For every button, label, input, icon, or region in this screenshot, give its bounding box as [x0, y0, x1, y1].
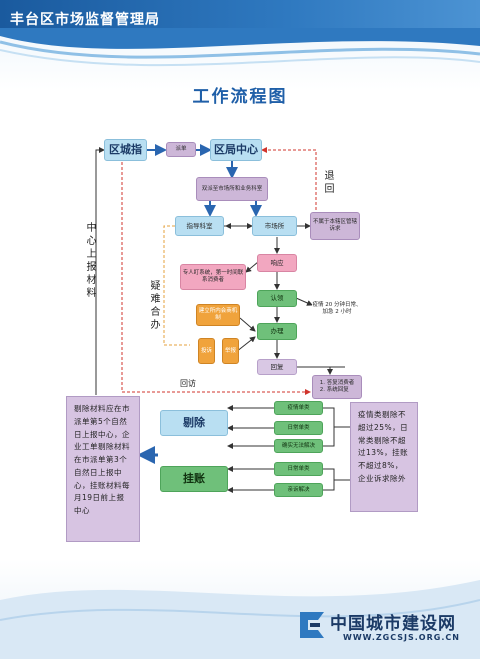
epidemic-time-note: 疫情 20 分钟日常、加急 2 小时 [312, 296, 362, 322]
footer-wave [0, 580, 480, 659]
reply-node: 回复 [257, 359, 297, 375]
confirm-node: 认领 [257, 290, 297, 307]
district-command-node: 区城指 [104, 139, 147, 161]
center-report-label: 中心上报材料 [84, 222, 95, 300]
right-limit-panel: 疫情类剔除不超过25%，日常类剔除不超过13%，挂账不超过8%，企业诉求除外 [350, 402, 418, 512]
report-node: 举报 [222, 338, 239, 364]
sweep-solve-node: 亲诉解决 [274, 483, 323, 497]
dispatch-node: 派单 [166, 142, 196, 157]
feedback-label: 回访 [180, 379, 196, 388]
guide-office-node: 指导科室 [175, 216, 224, 236]
special-system-node: 专人盯系统，第一时间联系消费者 [180, 264, 246, 290]
difficult-joint-label: 疑难合办 [148, 280, 159, 332]
not-this-unit-node: 不属于本辖区管辖诉求 [310, 212, 360, 240]
header-wave [0, 28, 480, 67]
cannot-solve-node: 确实无法解决 [274, 439, 323, 453]
header-title: 丰台区市场监督管理局 [10, 12, 160, 28]
dual-dispatch-node: 双派至市场所和业务科室 [196, 177, 268, 201]
left-rule-panel: 剔除材料应在市派单第5个自然日上报中心，企业工单剔除材料在市派单第3个自然日上报… [66, 396, 140, 542]
epidemic-category-node: 疫情单类 [274, 401, 323, 415]
reply-actions-node: 1. 答复消费者 2. 系统回复 [312, 375, 362, 399]
return-label: 退回 [322, 170, 333, 196]
daily-category-node-2: 日常单类 [274, 462, 323, 476]
daily-category-node: 日常单类 [274, 421, 323, 435]
remove-node: 剔除 [160, 410, 228, 436]
brand-url: WWW.ZGCSJS.ORG.CN [343, 633, 460, 642]
internal-mechanism-node: 建立所内会商机制 [196, 304, 240, 326]
market-office-node: 市场所 [252, 216, 297, 236]
brand-logo-icon [300, 612, 324, 638]
page-title: 工作流程图 [192, 87, 288, 107]
complaint-node: 投诉 [198, 338, 215, 364]
handle-node: 办理 [257, 323, 297, 340]
bureau-center-node: 区局中心 [210, 139, 262, 161]
brand-name: 中国城市建设网 [330, 614, 456, 634]
respond-node: 响应 [257, 254, 297, 272]
suspend-node: 挂账 [160, 466, 228, 492]
